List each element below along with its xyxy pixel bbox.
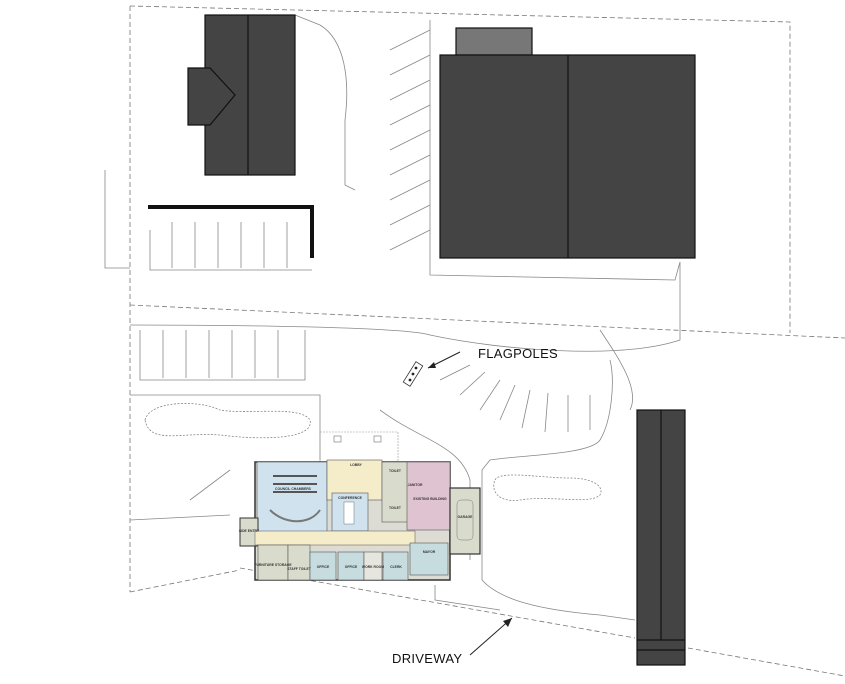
flagpoles-label: FLAGPOLES — [478, 346, 559, 361]
room-furniture-storage: FURNITURE STORAGE — [254, 563, 292, 567]
room-existing-building: EXISTING BUILDING — [413, 497, 447, 501]
room-conference: CONFERENCE — [338, 496, 362, 500]
curb-lines — [104, 14, 681, 621]
driveway-arrow — [469, 617, 513, 656]
room-toilet-2: TOILET — [389, 506, 402, 510]
room-side-entry: SIDE ENTRY — [239, 529, 260, 533]
property-lines — [129, 5, 845, 677]
room-mayor: MAYOR — [423, 550, 436, 554]
floor-plan: LOBBY COUNCIL CHAMBERS CONFERENCE TOILET… — [239, 431, 481, 581]
room-work-room: WORK ROOM — [362, 565, 384, 569]
flagpoles — [402, 351, 461, 387]
room-toilet-1: TOILET — [389, 469, 402, 473]
room-lobby: LOBBY — [350, 463, 363, 467]
room-janitor: JANITOR — [408, 483, 423, 487]
neighbor-buildings — [187, 14, 696, 666]
room-garage: GARAGE — [458, 515, 474, 519]
retaining-wall — [148, 205, 314, 258]
landscape-islands — [144, 403, 602, 501]
parking-stripes — [162, 29, 591, 433]
room-staff-toilet: STAFF TOILET — [287, 567, 312, 571]
room-clerk: CLERK — [390, 565, 402, 569]
room-office-1: OFFICE — [317, 565, 330, 569]
room-council-chambers: COUNCIL CHAMBERS — [275, 487, 312, 491]
room-office-2: OFFICE — [345, 565, 358, 569]
driveway-label: DRIVEWAY — [392, 651, 463, 666]
